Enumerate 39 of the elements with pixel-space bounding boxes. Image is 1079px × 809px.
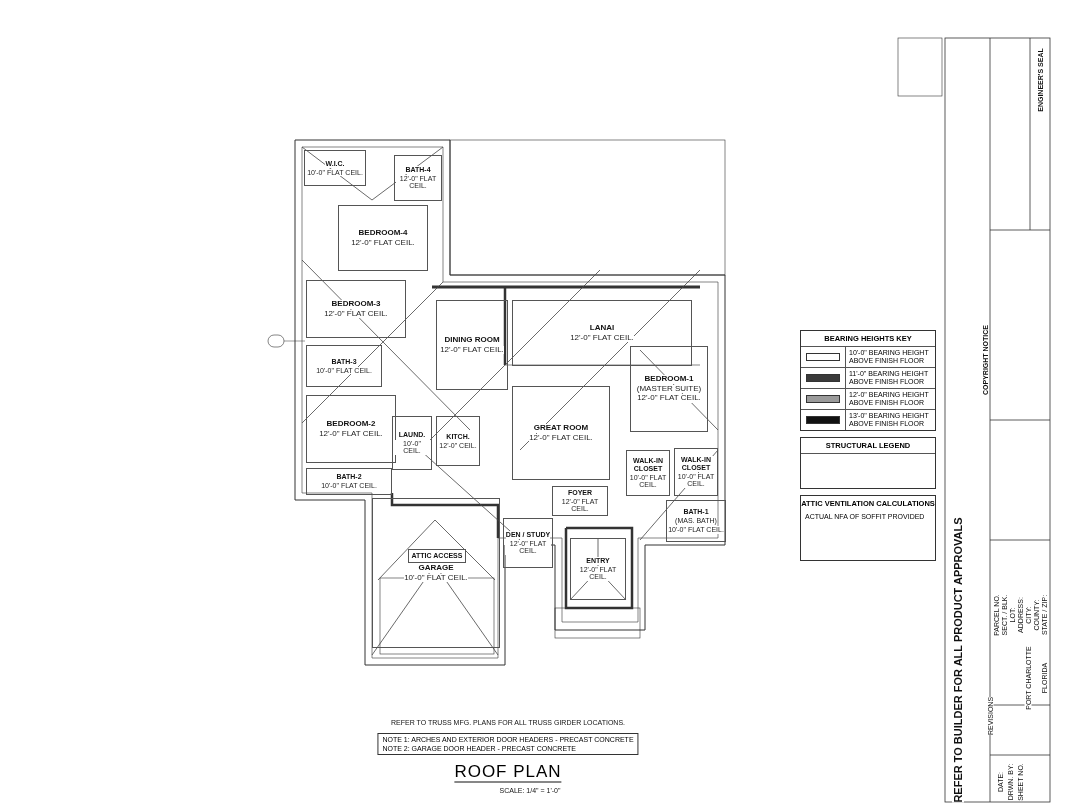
ceiling-note: 12'-0" FLAT CEIL. — [529, 433, 593, 443]
approval-note: REFER TO BUILDER FOR ALL PRODUCT APPROVALS — [952, 517, 964, 803]
ceiling-note: 12'-0" FLAT CEIL. — [637, 394, 701, 404]
ceiling-note: 10'-0" FLAT CEIL. — [404, 573, 468, 583]
room-outline — [666, 500, 726, 542]
room-name: LANAI — [589, 323, 615, 333]
room-name: BEDROOM-4 — [358, 228, 408, 238]
room-name: BEDROOM-3 — [331, 299, 381, 309]
room-outline — [306, 468, 392, 495]
room-outline — [552, 486, 608, 516]
room-outline — [436, 300, 508, 390]
room-outline — [394, 155, 442, 201]
room-outline — [306, 395, 396, 463]
room-outline — [338, 205, 428, 271]
ceiling-note: 12'-0" FLAT CEIL. — [570, 333, 634, 343]
room-outline — [436, 416, 480, 466]
room-outline — [372, 498, 500, 648]
room-outline — [626, 450, 670, 496]
room-outline — [674, 448, 718, 496]
room-name: BEDROOM-1 — [644, 374, 694, 384]
room-outline — [306, 280, 406, 338]
room-name: GARAGE — [418, 563, 454, 573]
room-name: DINING ROOM — [444, 335, 500, 345]
room-outline — [304, 150, 366, 186]
room-outline — [630, 346, 708, 432]
room-outline — [392, 416, 432, 470]
room-name: GREAT ROOM — [533, 423, 589, 433]
room-outline — [570, 538, 626, 600]
room-outline — [512, 386, 610, 480]
room-outline — [503, 518, 553, 568]
ceiling-note: (MASTER SUITE) — [636, 384, 702, 394]
ceiling-note: 12'-0" FLAT CEIL. — [324, 309, 388, 319]
drawing-title: ROOF PLAN — [454, 761, 562, 783]
room-outline — [306, 345, 382, 387]
room-outline — [512, 300, 692, 366]
ceiling-note: 12'-0" FLAT CEIL. — [319, 429, 383, 439]
ceiling-note: 12'-0" FLAT CEIL. — [351, 238, 415, 248]
ceiling-note: 12'-0" FLAT CEIL. — [440, 345, 504, 355]
room-name: BEDROOM-2 — [326, 419, 376, 429]
